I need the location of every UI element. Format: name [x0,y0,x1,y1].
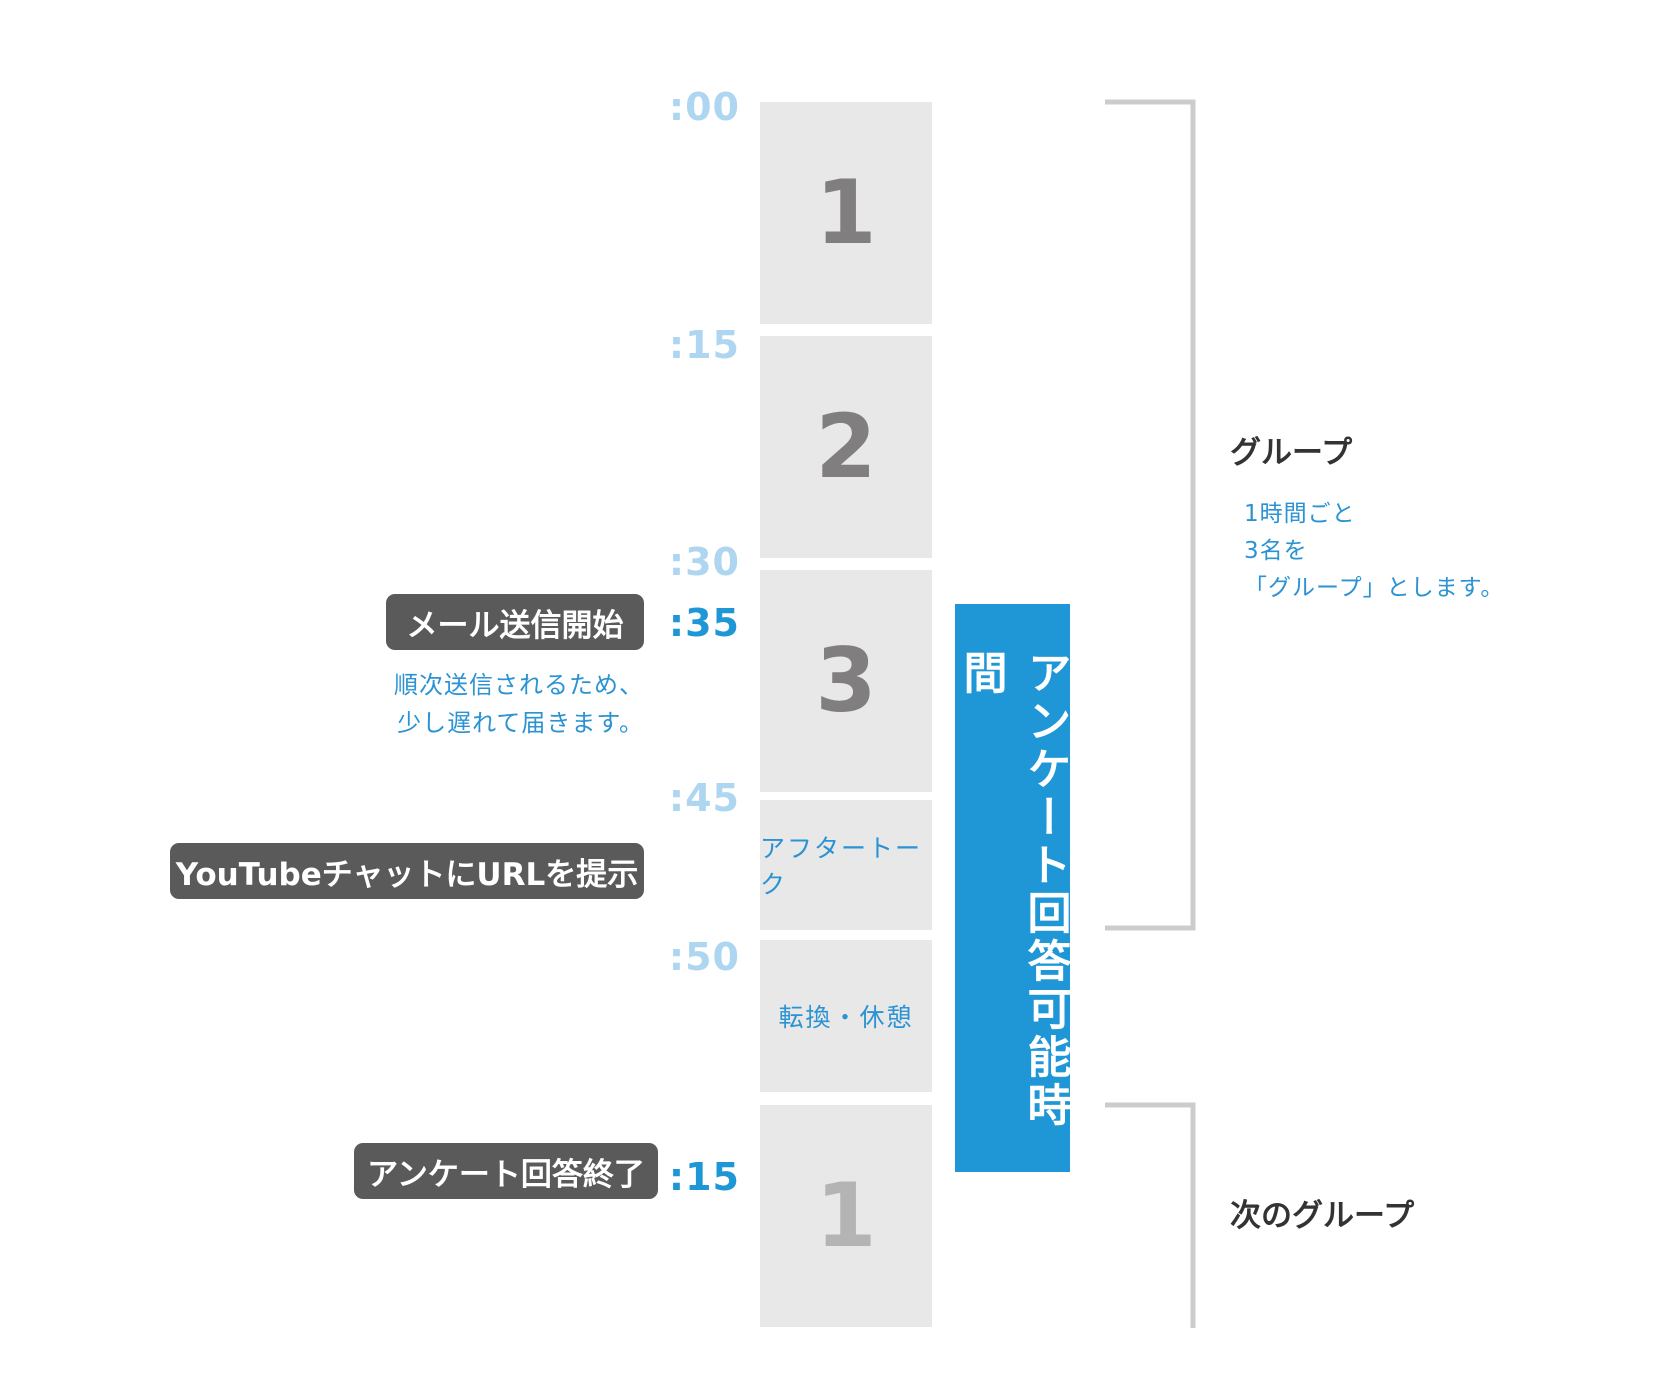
group-note: 1時間ごと 3名を 「グループ」とします。 [1244,496,1504,607]
survey-window-bar: アンケート回答可能時間 [955,604,1071,1172]
slot-block-next-1: 1 [760,1105,932,1327]
next-group-bracket [1105,1102,1196,1328]
break-label: 転換・休憩 [778,1003,914,1032]
group-label: グループ [1230,435,1353,471]
group-note-line-3: 「グループ」とします。 [1244,575,1505,601]
survey-window-label: アンケート回答可能時間 [955,650,1071,1130]
slot-block-1: 1 [760,102,932,324]
time-label-30: :30 [668,540,740,584]
group-note-line-1: 1時間ごと [1244,501,1356,527]
time-label-00: :00 [668,85,740,129]
time-label-35: :35 [668,601,740,645]
mail-note-line-2: 少し遅れて届きます。 [397,709,644,737]
slot-number: 3 [815,629,877,732]
after-talk-label: アフタートーク [760,834,923,899]
time-label-next-15: :15 [668,1155,740,1199]
slot-number: 2 [815,395,877,498]
mail-start-label: メール送信開始 [406,607,624,644]
mail-start-pill: メール送信開始 [386,594,644,650]
slot-block-after-talk: アフタートーク [760,800,932,930]
survey-end-pill: アンケート回答終了 [354,1143,658,1199]
survey-end-label: アンケート回答終了 [367,1156,645,1193]
group-bracket [1105,99,1196,931]
slot-block-break: 転換・休憩 [760,940,932,1092]
slot-number: 1 [815,161,877,264]
youtube-url-label: YouTubeチャットにURLを提示 [175,856,639,893]
slot-block-3: 3 [760,570,932,792]
time-label-15: :15 [668,323,740,367]
slot-number: 1 [815,1164,877,1267]
mail-note-line-1: 順次送信されるため、 [394,671,644,699]
slot-block-2: 2 [760,336,932,558]
time-label-50: :50 [668,935,740,979]
time-label-45: :45 [668,776,740,820]
mail-note: 順次送信されるため、 少し遅れて届きます。 [394,666,644,742]
group-note-line-2: 3名を [1244,538,1308,564]
youtube-url-pill: YouTubeチャットにURLを提示 [170,843,644,899]
next-group-label: 次のグループ [1230,1198,1415,1234]
